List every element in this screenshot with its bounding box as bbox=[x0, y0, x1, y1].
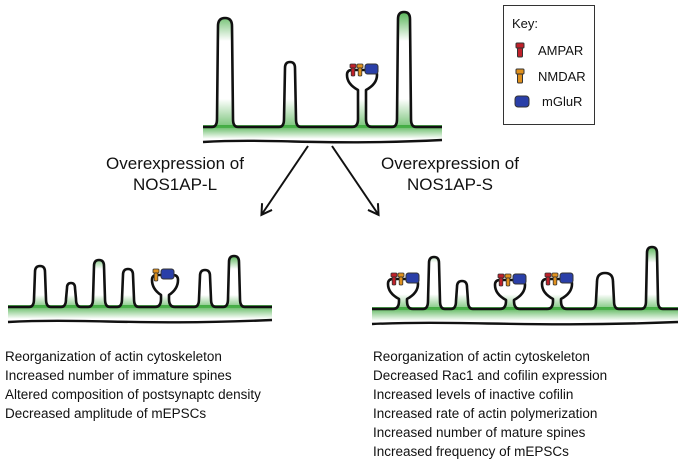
arrow-to-nos1ap-l bbox=[260, 145, 309, 217]
nos1ap-s-heading: Overexpression of NOS1AP-S bbox=[355, 153, 545, 195]
key-label: NMDAR bbox=[538, 68, 586, 84]
dendrite-nos1ap-l bbox=[7, 254, 273, 324]
nmdar-icon bbox=[152, 268, 160, 282]
effect-item: Increased frequency of mEPSCs bbox=[373, 444, 569, 459]
key-item-ampar: AMPAR bbox=[514, 42, 583, 58]
mglur-icon bbox=[160, 268, 175, 280]
dendrite-nos1ap-s bbox=[371, 245, 679, 326]
spine-fill bbox=[8, 256, 272, 308]
effect-item: Decreased Rac1 and cofilin expression bbox=[373, 368, 608, 383]
dendrite-lower-membrane bbox=[371, 320, 679, 326]
mglur-icon bbox=[512, 273, 527, 285]
effect-item: Increased rate of actin polymerization bbox=[373, 406, 598, 421]
effects-left-list: Reorganization of actin cytoskeleton Inc… bbox=[5, 347, 261, 423]
dendrite-membrane bbox=[203, 10, 442, 129]
effect-item: Decreased amplitude of mEPSCs bbox=[5, 406, 207, 421]
mglur-icon bbox=[405, 272, 420, 284]
nmdar-icon bbox=[515, 68, 525, 84]
spine-fill bbox=[372, 247, 678, 310]
dendrite-shaft-fill bbox=[8, 305, 272, 319]
nmdar-icon bbox=[397, 272, 405, 286]
key-label: mGluR bbox=[542, 94, 583, 109]
effect-item: Increased levels of inactive cofilin bbox=[373, 387, 574, 402]
nmdar-icon bbox=[356, 63, 364, 77]
dendrite-lower-membrane bbox=[7, 318, 273, 324]
key-legend: Key: AMPAR NMDAR mGluR bbox=[503, 5, 595, 125]
key-title: Key: bbox=[512, 16, 539, 31]
mglur-icon bbox=[514, 95, 530, 107]
mglur-icon bbox=[364, 63, 379, 75]
key-item-mglur: mGluR bbox=[514, 94, 582, 109]
key-item-nmdar: NMDAR bbox=[514, 68, 586, 84]
effects-right-list: Reorganization of actin cytoskeleton Dec… bbox=[373, 347, 607, 461]
dendrite-membrane bbox=[8, 254, 272, 309]
dendrite-baseline bbox=[202, 10, 443, 144]
effect-item: Reorganization of actin cytoskeleton bbox=[5, 349, 222, 364]
heading-line: Overexpression of bbox=[381, 154, 519, 173]
key-label: AMPAR bbox=[538, 42, 584, 58]
nmdar-icon bbox=[504, 273, 512, 287]
ampar-icon bbox=[515, 42, 525, 58]
nmdar-icon bbox=[551, 272, 559, 286]
ampar-icon bbox=[390, 272, 398, 286]
effect-item: Altered composition of postsynaptc densi… bbox=[5, 387, 261, 402]
arrows bbox=[260, 145, 380, 217]
arrow-to-nos1ap-s bbox=[331, 145, 380, 217]
ampar-icon bbox=[497, 273, 505, 287]
effect-item: Reorganization of actin cytoskeleton bbox=[373, 349, 590, 364]
dendrite-lower-membrane bbox=[202, 138, 443, 144]
ampar-icon bbox=[544, 272, 552, 286]
heading-line: NOS1AP-S bbox=[407, 175, 493, 194]
dendrite-shaft-fill bbox=[372, 307, 678, 321]
dendrite-shaft-fill bbox=[203, 125, 442, 139]
mglur-icon bbox=[559, 272, 574, 284]
ampar-icon bbox=[349, 63, 357, 77]
heading-line: Overexpression of bbox=[106, 154, 244, 173]
heading-line: NOS1AP-L bbox=[132, 175, 218, 194]
effect-item: Increased number of immature spines bbox=[5, 368, 232, 383]
effect-item: Increased number of mature spines bbox=[373, 425, 586, 440]
nos1ap-l-heading: Overexpression of NOS1AP-L bbox=[80, 153, 270, 195]
spine-fill bbox=[203, 12, 442, 128]
